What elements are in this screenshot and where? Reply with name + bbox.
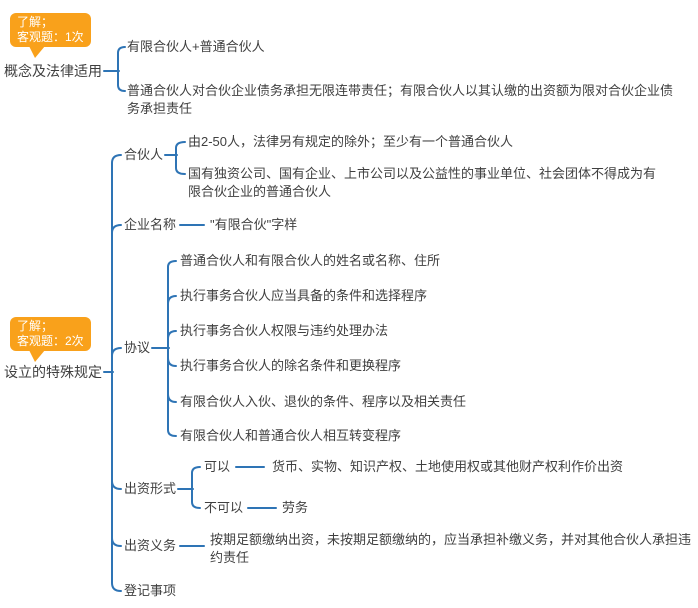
node-agreement-item-3[interactable]: 执行事务合伙人权限与违约处理办法 — [180, 323, 389, 338]
connector-agreement-item3 — [167, 330, 177, 340]
node-partners-item-2[interactable]: 国有独资公司、国有企业、上市公司以及公益性的事业单位、社会团体不得成为有限合伙企… — [188, 166, 657, 199]
node-not-allowed-label[interactable]: 不可以 — [204, 500, 244, 515]
review-badge-2-line2: 客观题：2次 — [17, 334, 84, 348]
node-agreement[interactable]: 协议 — [124, 340, 151, 355]
node-agreement-item-4[interactable]: 执行事务合伙人的除名条件和更换程序 — [180, 358, 402, 373]
connector-partners-bracket — [175, 141, 186, 175]
node-concept-root[interactable]: 概念及法律适用 — [4, 63, 102, 79]
badge-tail-2 — [29, 350, 45, 362]
node-allowed-label[interactable]: 可以 — [204, 459, 231, 474]
connector-branch-form — [111, 480, 122, 490]
connector-root2-bracket — [111, 154, 122, 592]
review-badge-1-line1: 了解； — [17, 15, 54, 29]
node-contribution-duty-value[interactable]: 按期足额缴纳出资，未按期足额缴纳的，应当承担补缴义务，并对其他合伙人承担违约责任 — [210, 532, 692, 565]
node-enterprise-name-value[interactable]: "有限合伙"字样 — [210, 217, 298, 232]
node-allowed-value[interactable]: 货币、实物、知识产权、土地使用权或其他财产权利作价出资 — [272, 459, 624, 474]
review-badge-1[interactable]: 了解； 客观题：1次 — [10, 13, 91, 47]
node-enterprise-name[interactable]: 企业名称 — [124, 217, 177, 232]
node-agreement-item-6[interactable]: 有限合伙人和普通合伙人相互转变程序 — [180, 428, 402, 443]
node-concept-child-1[interactable]: 有限合伙人+普通合伙人 — [127, 39, 265, 54]
node-concept-child-2[interactable]: 普通合伙人对合伙企业债务承担无限连带责任；有限合伙人以其认缴的出资额为限对合伙企… — [127, 83, 674, 116]
node-agreement-item-5[interactable]: 有限合伙人入伙、退伙的条件、程序以及相关责任 — [180, 394, 467, 409]
connector-branch-agreement — [111, 347, 122, 357]
node-not-allowed-value[interactable]: 劳务 — [282, 500, 309, 515]
connector-branch-name — [111, 224, 122, 234]
node-agreement-item-2[interactable]: 执行事务合伙人应当具备的条件和选择程序 — [180, 288, 428, 303]
node-registration[interactable]: 登记事项 — [124, 583, 177, 598]
connector-agreement-item2 — [167, 295, 177, 305]
connector-branch-duty — [111, 537, 122, 547]
node-special-rules-root[interactable]: 设立的特殊规定 — [4, 364, 102, 380]
badge-tail-1 — [29, 46, 45, 58]
node-partners-item-1[interactable]: 由2-50人，法律另有规定的除外；至少有一个普通合伙人 — [188, 134, 514, 149]
node-agreement-item-1[interactable]: 普通合伙人和有限合伙人的姓名或名称、住所 — [180, 253, 441, 268]
connector-agreement-item5 — [167, 393, 177, 403]
node-contribution-form[interactable]: 出资形式 — [124, 481, 177, 496]
node-partners[interactable]: 合伙人 — [124, 147, 164, 162]
review-badge-1-line2: 客观题：1次 — [17, 30, 84, 44]
review-badge-2-line1: 了解； — [17, 319, 54, 333]
connector-root1-bracket — [117, 46, 126, 92]
connector-agreement-bracket — [167, 260, 177, 437]
review-badge-2[interactable]: 了解； 客观题：2次 — [10, 317, 91, 351]
connector-agreement-item4 — [167, 357, 177, 367]
connector-form-bracket — [191, 466, 201, 509]
node-contribution-duty[interactable]: 出资义务 — [124, 538, 177, 553]
